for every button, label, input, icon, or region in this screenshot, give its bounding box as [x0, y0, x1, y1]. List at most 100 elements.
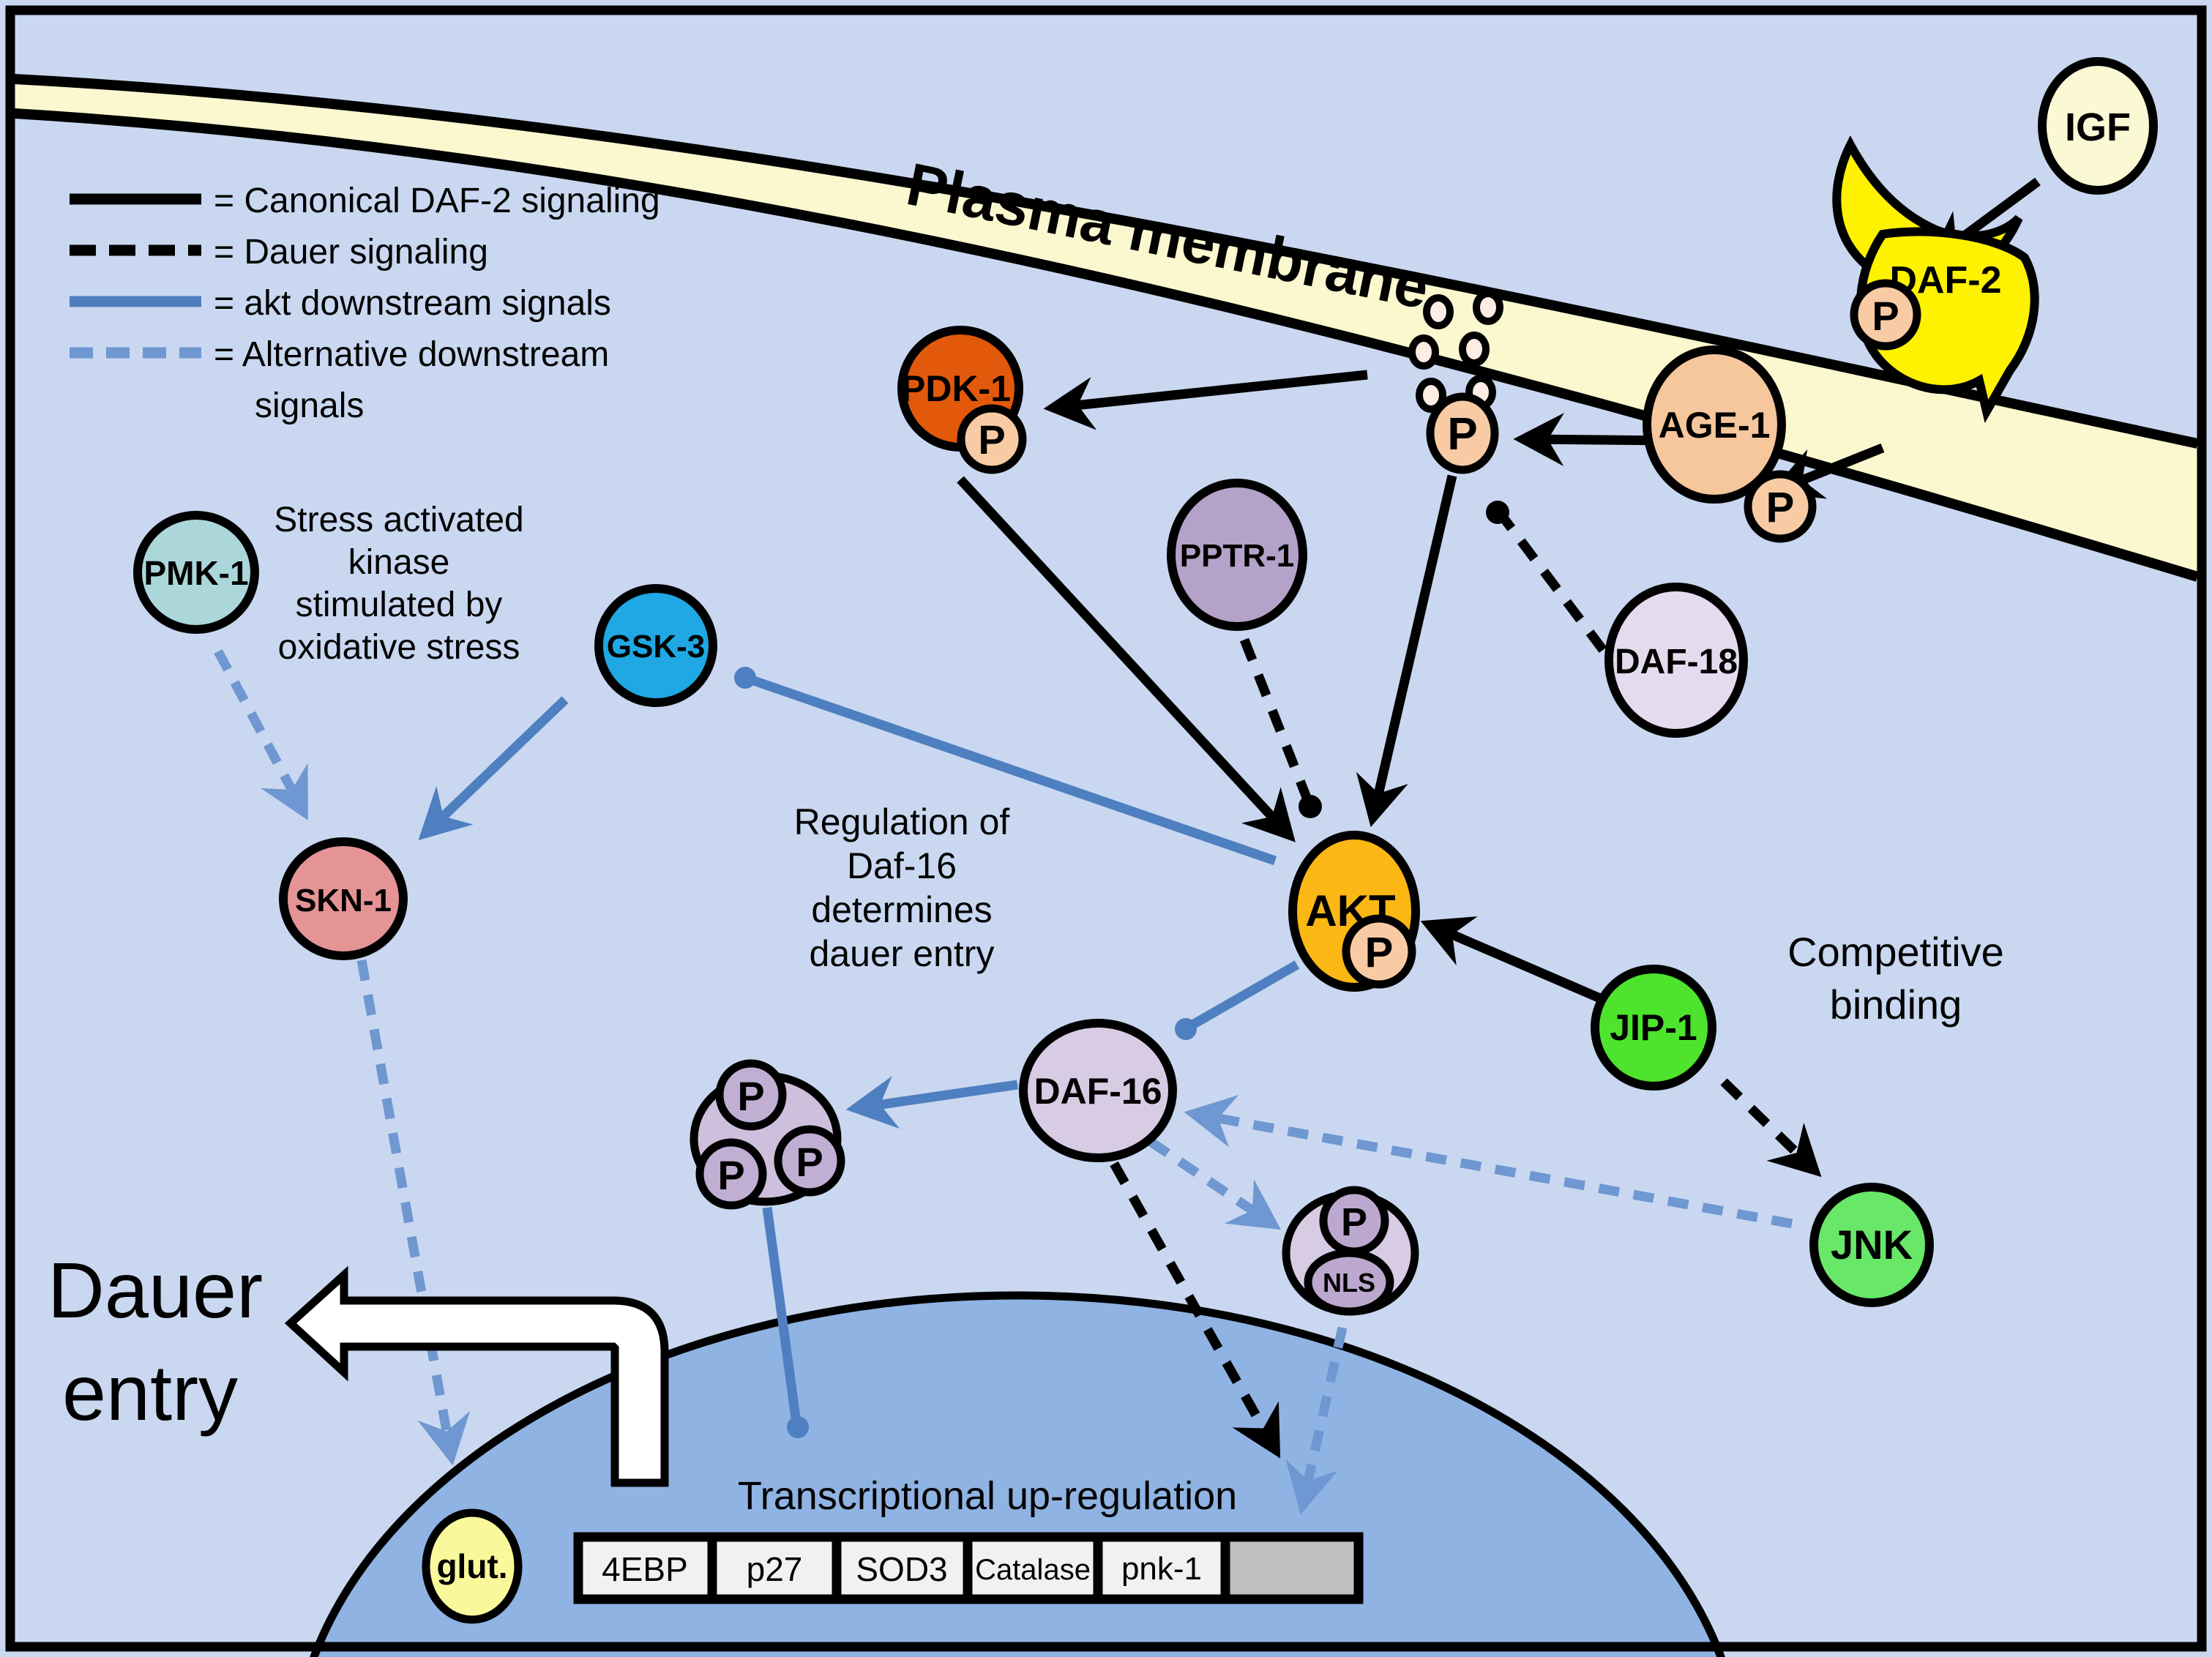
edge-pip3-to-pdk1 [1043, 370, 1368, 430]
pdk1-label: PDK-1 [901, 368, 1011, 409]
node-pptr1: PPTR-1 [1167, 479, 1307, 631]
edge-pdk1-to-akt [957, 476, 1296, 842]
dot-gsk3-akt [734, 667, 756, 689]
node-daf16: DAF-16 [1019, 1019, 1177, 1162]
gsk3-label: GSK-3 [607, 629, 705, 665]
edge-jip1-to-jnk [1720, 1078, 1822, 1178]
pdk1-phosphate [957, 404, 1027, 474]
node-jip1: JIP-1 [1591, 965, 1716, 1091]
jip1-circle [1591, 965, 1716, 1091]
glut-circle [422, 1508, 523, 1624]
phosphate-label: P [1766, 484, 1795, 531]
node-skn1: SKN-1 [279, 837, 408, 960]
daf16-label: DAF-16 [1034, 1071, 1162, 1112]
regulation-line: determines [811, 889, 992, 930]
membrane-bottom-edge [14, 108, 2200, 582]
phosphate-label: P [978, 416, 1005, 463]
node-jnk: JNK [1809, 1183, 1934, 1307]
edges [214, 177, 2041, 1515]
edge-gsk3-to-akt [743, 673, 1277, 866]
gsk3-circle [594, 584, 717, 707]
igf-circle [2038, 57, 2158, 195]
dot-akt-daf16 [1175, 1018, 1197, 1040]
igf-label: IGF [2065, 105, 2131, 149]
edge-jip1-to-akt [1420, 916, 1613, 1007]
node-pmk1: PMK-1 [133, 511, 259, 634]
dauer-line: entry [62, 1348, 238, 1437]
node-akt: AKT P [1288, 831, 1420, 992]
annotation-regulation: Regulation of Daf-16 determines dauer en… [794, 801, 1010, 974]
stress-line: oxidative stress [278, 628, 520, 667]
edge-daf16-to-genes [1110, 1161, 1281, 1459]
cluster-phosphate [715, 1059, 787, 1131]
cluster-phosphate [774, 1125, 845, 1197]
dauer-line: Dauer [48, 1246, 263, 1334]
daf18-label: DAF-18 [1615, 643, 1738, 681]
node-daf18: DAF-18 [1604, 583, 1748, 738]
edge-nls-to-nucleus [1285, 1326, 1348, 1515]
phosphate-label: P [717, 1152, 744, 1198]
node-gsk3: GSK-3 [594, 584, 717, 707]
gene-boxes: 4EBP p27 SOD3 Catalase pnk-1 [573, 1532, 1364, 1604]
stress-line: stimulated by [296, 586, 503, 624]
jnk-label: JNK [1831, 1222, 1913, 1268]
age1-circle [1643, 345, 1786, 504]
edge-daf16-to-nls [1148, 1137, 1282, 1230]
gene-p27: p27 [747, 1550, 803, 1588]
gene-catalase: Catalase [975, 1554, 1091, 1586]
pptr1-label: PPTR-1 [1180, 538, 1294, 574]
phosphate-label: P [1365, 929, 1394, 976]
edge-daf18-inhibits-pip3 [1501, 517, 1607, 653]
node-daf2: DAF-2 P [1832, 135, 2039, 424]
pip-dot [1473, 290, 1503, 325]
pptr1-circle [1167, 479, 1307, 631]
edge-jnk-to-daf16 [1184, 1095, 1793, 1229]
regulation-line: Daf-16 [847, 845, 957, 886]
dot-cluster-nucleus [787, 1416, 809, 1438]
gene-sod3: SOD3 [856, 1550, 947, 1588]
age1-phosphate [1744, 470, 1817, 543]
cluster-phosphate [695, 1138, 767, 1210]
node-igf: IGF [2038, 57, 2158, 195]
pmk1-circle [133, 511, 259, 634]
dauer-entry-arrow [284, 1265, 669, 1487]
glut-label: glut. [436, 1547, 507, 1585]
legend-label-dauer: = Dauer signaling [214, 233, 488, 272]
pip-dot [1408, 334, 1439, 370]
phospho-daf16-cluster: P P P [690, 1059, 845, 1210]
annotation-dauer-entry: Dauer entry [48, 1246, 263, 1437]
stress-line: kinase [348, 543, 450, 582]
edge-pmk1-to-skn1 [214, 648, 308, 820]
age1-label: AGE-1 [1659, 405, 1771, 446]
akt-phosphate [1342, 914, 1416, 989]
nls-label: NLS [1323, 1268, 1375, 1298]
competitive-line: binding [1830, 981, 1962, 1028]
phosphate-label: P [737, 1073, 764, 1119]
pip-dot [1423, 294, 1454, 329]
phosphate-label: P [1341, 1200, 1367, 1244]
jip1-label: JIP-1 [1610, 1007, 1697, 1048]
pip-dot [1416, 378, 1446, 413]
transcription-label: Transcriptional up-regulation [738, 1474, 1237, 1518]
edge-pip3-to-akt [1356, 474, 1457, 828]
inhibition-dot-pptr1 [1299, 795, 1322, 818]
gene-box-empty [1220, 1532, 1364, 1604]
stress-line: Stress activated [274, 501, 523, 539]
node-glut: glut. [422, 1508, 523, 1624]
annotation-competitive: Competitive binding [1787, 929, 2004, 1028]
nls-oval [1304, 1249, 1394, 1316]
legend-label-canonical: = Canonical DAF-2 signaling [214, 182, 660, 220]
edge-akt-inhibits-daf16 [1187, 960, 1300, 1031]
pip-dot [1459, 332, 1490, 367]
phosphate-label: P [796, 1139, 823, 1185]
node-pdk1: PDK-1 P [897, 326, 1027, 474]
phosphate-circle [1426, 392, 1499, 474]
regulation-line: Regulation of [794, 801, 1010, 842]
daf18-circle [1604, 583, 1748, 738]
node-age1: AGE-1 P [1643, 345, 1817, 543]
legend: = Canonical DAF-2 signaling = Dauer sign… [70, 182, 660, 425]
edge-cluster-to-nucleus [762, 1207, 802, 1424]
annotation-stress: Stress activated kinase stimulated by ox… [274, 501, 523, 667]
pip2-dots [1408, 290, 1503, 413]
edge-skn1-to-glut [356, 959, 471, 1466]
